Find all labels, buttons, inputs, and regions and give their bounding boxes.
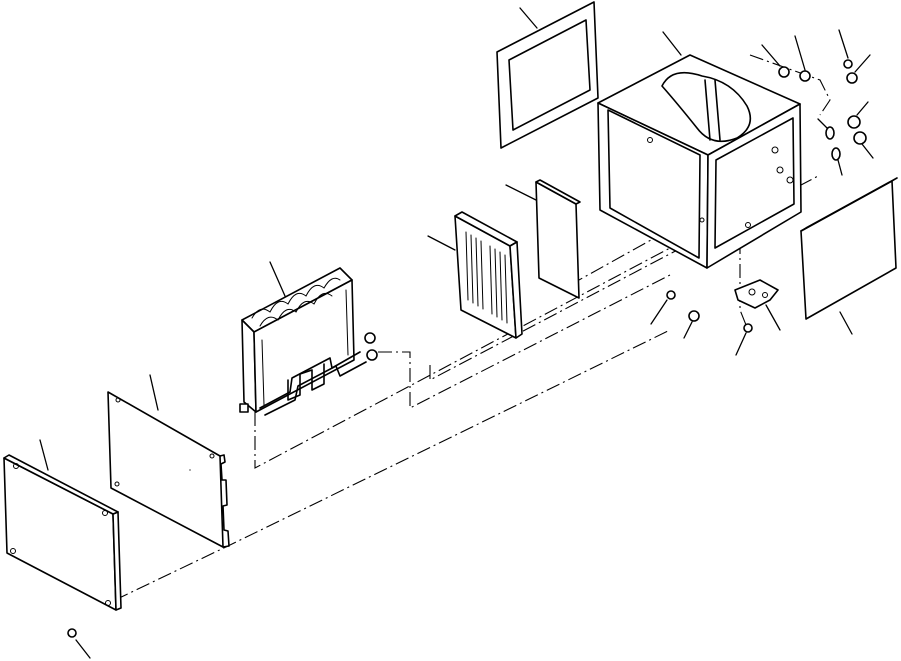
center-line-upper [429, 174, 821, 381]
filter-panel [535, 179, 581, 299]
hardware [67, 59, 867, 638]
inner-cover-panel [107, 391, 230, 548]
center-line-pipe [378, 274, 671, 409]
top-filter-panel [496, 1, 599, 149]
nut-1 [778, 66, 790, 78]
louvered-grille [454, 211, 523, 339]
outer-cover-panel [3, 454, 122, 611]
center-line-main [114, 329, 671, 601]
center-line-heater [254, 247, 671, 469]
screw-1 [843, 59, 853, 69]
screw-4 [67, 628, 77, 638]
nut-2 [799, 70, 811, 82]
nut-6 [688, 310, 700, 322]
screw-2 [666, 290, 676, 300]
center-line-bracket [739, 240, 749, 331]
nut-5 [853, 131, 867, 145]
washer-1 [825, 126, 835, 140]
heater-core [239, 267, 378, 416]
side-panel [800, 177, 898, 320]
washer-2 [831, 147, 841, 161]
screw-3 [743, 323, 753, 333]
callout-leaders [39, 7, 874, 659]
mounting-bracket [734, 279, 779, 309]
housing-box [597, 54, 802, 269]
nut-3 [846, 72, 858, 84]
nut-4 [847, 115, 861, 129]
